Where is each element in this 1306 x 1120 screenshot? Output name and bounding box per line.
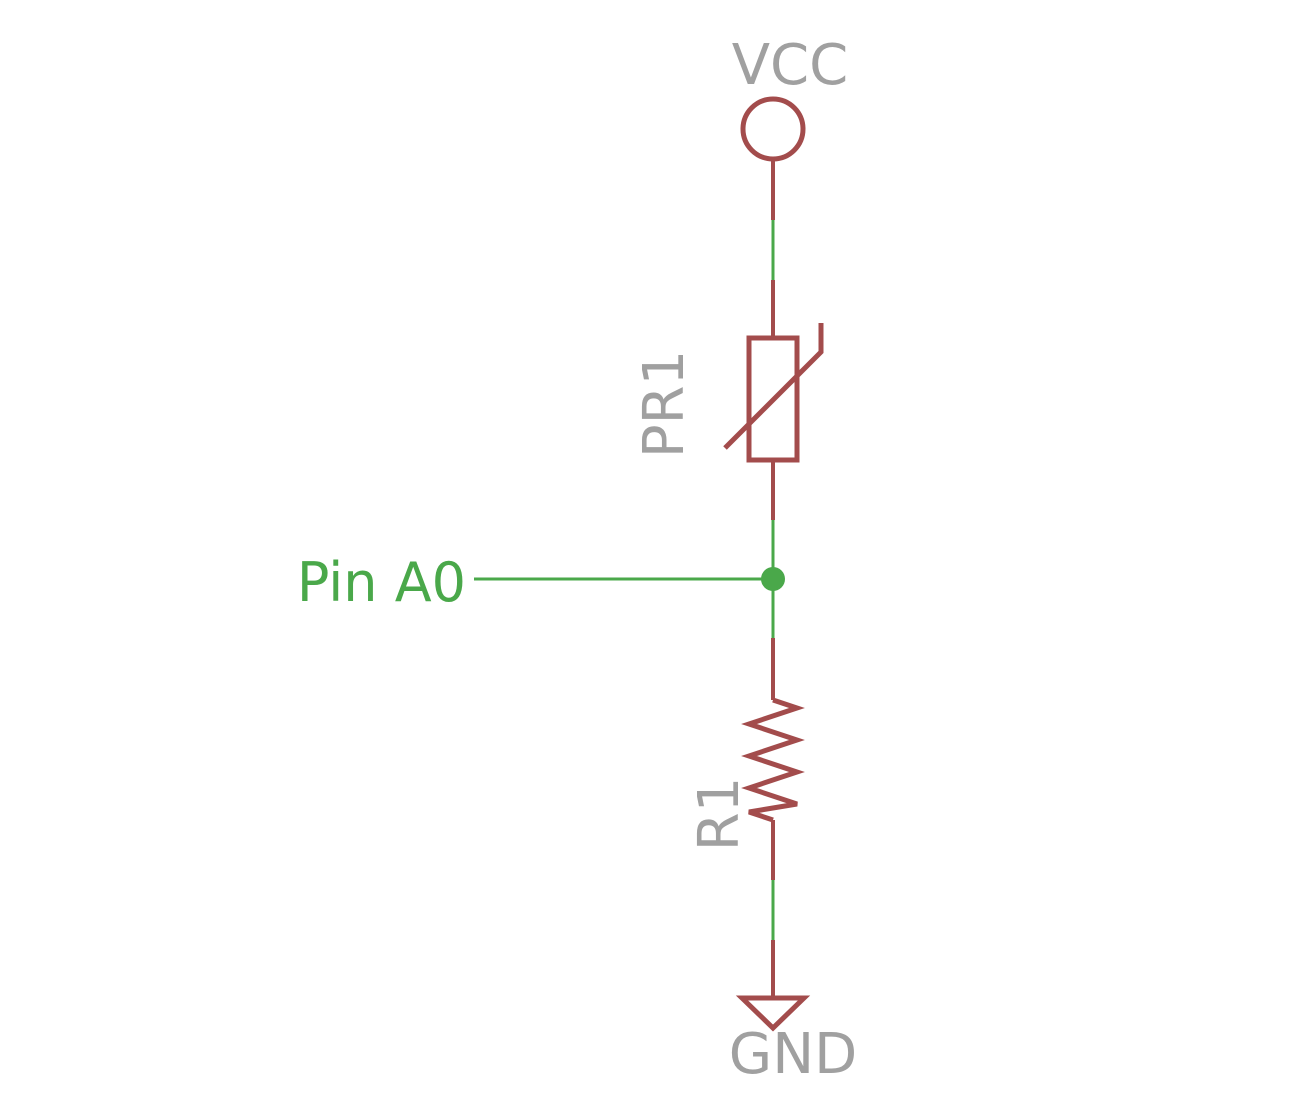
r1-label: R1 — [687, 777, 752, 852]
ground-symbol: GND — [729, 940, 857, 1087]
pin-a0-label: Pin A0 — [297, 551, 466, 614]
gnd-label: GND — [729, 1022, 857, 1087]
junction-dot — [761, 567, 785, 591]
vcc-symbol: VCC — [732, 33, 849, 220]
net-analog-node: Pin A0 — [297, 520, 785, 638]
gnd-triangle — [735, 995, 811, 1032]
resistor-r1: R1 — [687, 638, 805, 880]
r1-zigzag — [741, 697, 805, 823]
vcc-label: VCC — [732, 33, 849, 98]
pr1-variable-arrow — [723, 323, 824, 450]
vcc-terminal-circle — [740, 96, 806, 162]
pr1-label: PR1 — [632, 350, 697, 458]
photoresistor-pr1: PR1 — [632, 280, 824, 520]
